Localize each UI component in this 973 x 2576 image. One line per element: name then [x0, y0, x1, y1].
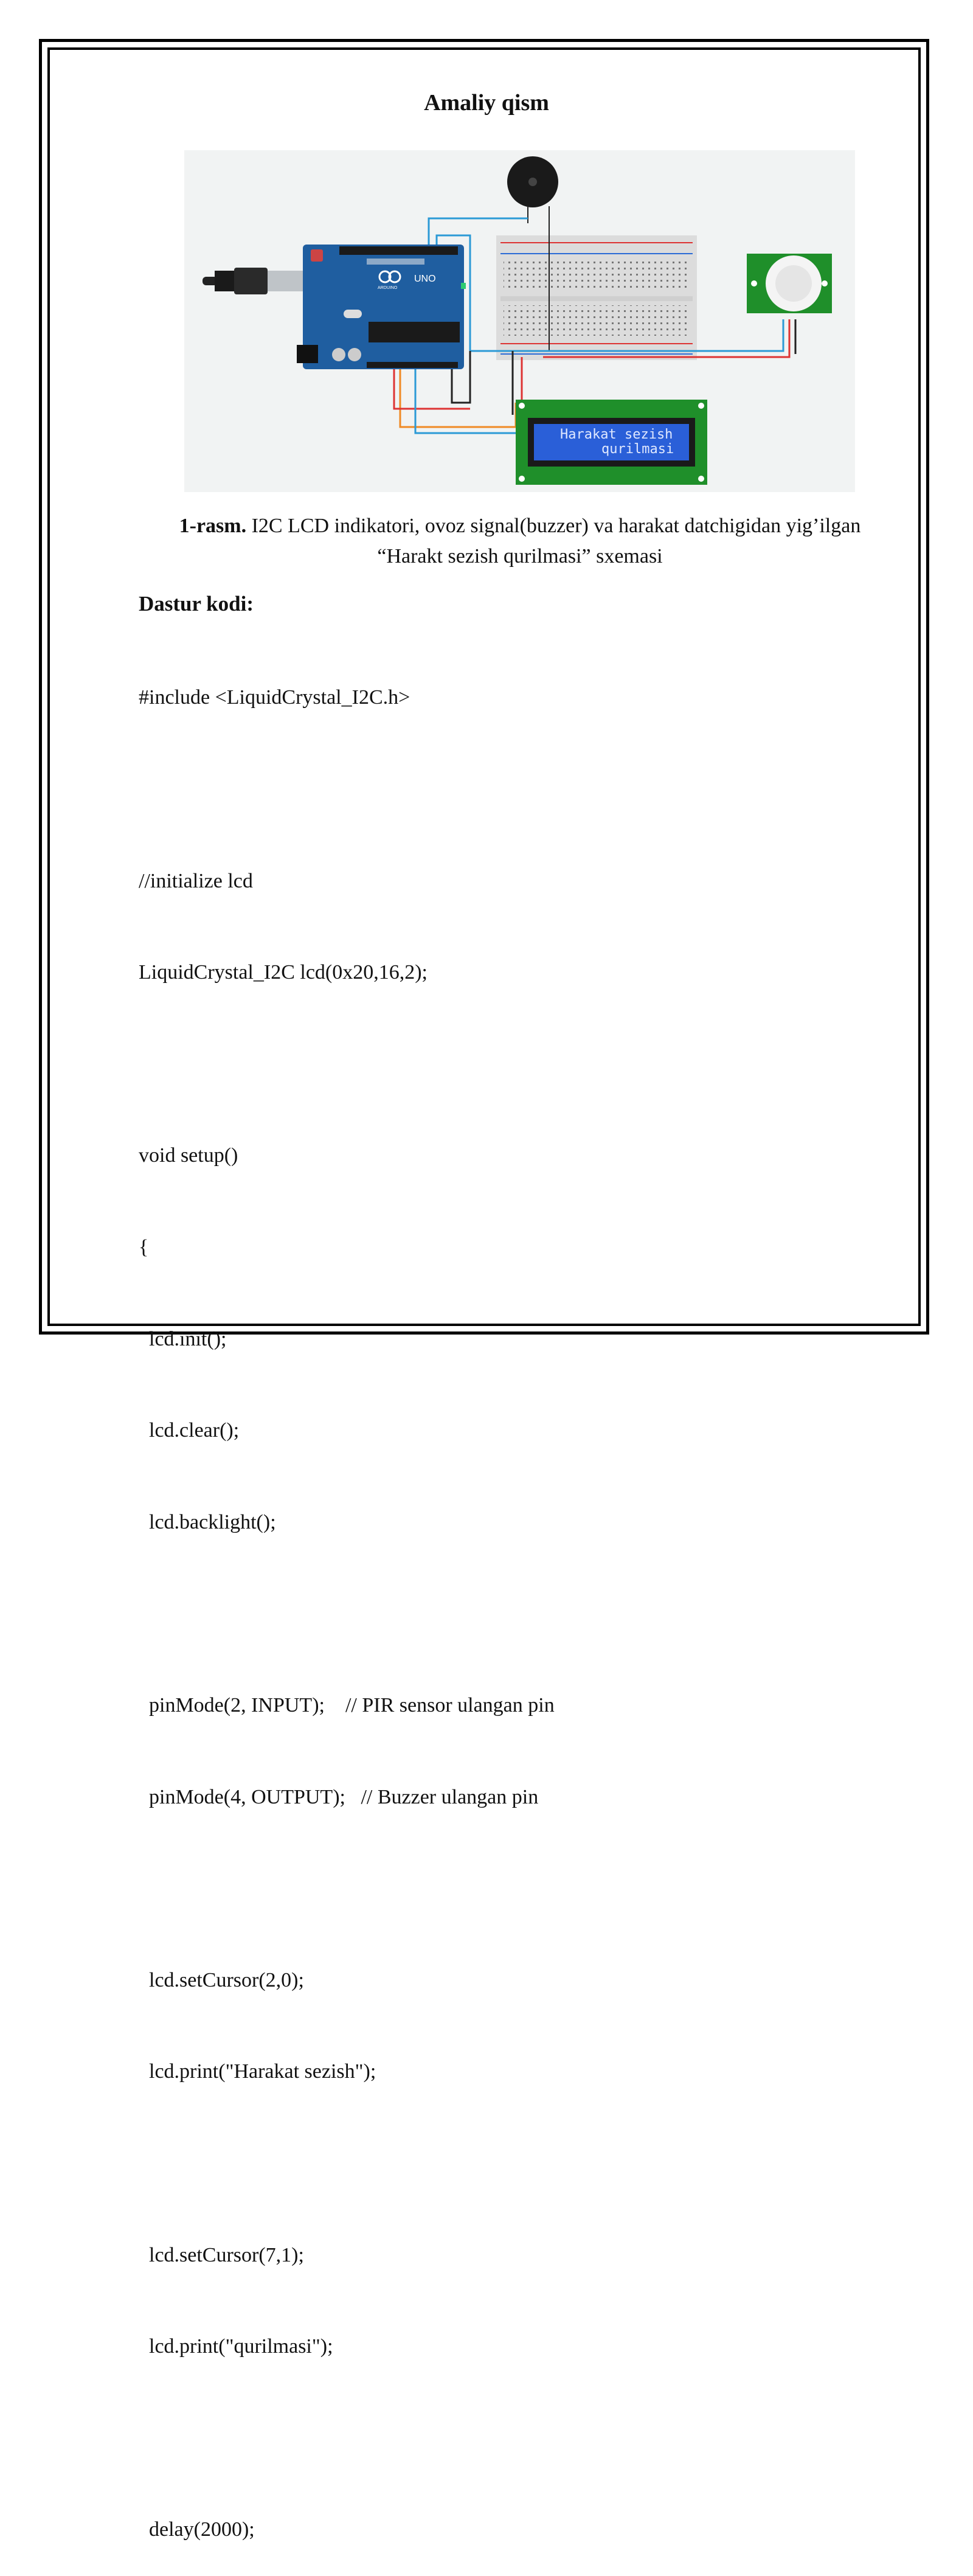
pir-sensor — [747, 254, 832, 313]
code-line: LiquidCrystal_I2C lcd(0x20,16,2); — [139, 961, 428, 984]
code-line — [139, 774, 555, 805]
code-line: pinMode(4, OUTPUT); // Buzzer ulangan pi… — [139, 1785, 539, 1808]
page-border-outer — [39, 39, 929, 1335]
code-line: lcd.init(); — [139, 1327, 227, 1350]
brand-label: ARDUINO — [378, 286, 398, 290]
code-line — [139, 1873, 555, 1904]
code-line — [139, 2423, 555, 2454]
arduino-board: UNO ARDUINO — [297, 245, 466, 369]
usb-cable — [203, 268, 305, 294]
circuit-diagram: UNO ARDUINO — [203, 156, 832, 485]
lcd-line-1: Harakat sezish — [560, 427, 673, 442]
caption-label: 1-rasm. — [179, 515, 247, 537]
code-line: lcd.setCursor(7,1); — [139, 2243, 304, 2266]
code-line: lcd.setCursor(2,0); — [139, 1968, 304, 1991]
code-line: delay(2000); — [139, 2518, 255, 2541]
figure-caption: 1-rasm. I2C LCD indikatori, ovoz signal(… — [140, 511, 900, 572]
code-line: { — [139, 1235, 149, 1258]
code-line — [139, 1599, 555, 1629]
code-line: pinMode(2, INPUT); // PIR sensor ulangan… — [139, 1693, 555, 1717]
lcd-line-2: qurilmasi — [601, 442, 674, 457]
code-line — [139, 1049, 555, 1080]
buzzer — [507, 156, 558, 351]
code-line: lcd.clear(); — [139, 1419, 240, 1442]
code-heading: Dastur kodi: — [139, 592, 254, 616]
page-border-inner — [47, 47, 921, 1326]
caption-text: I2C LCD indikatori, ovoz signal(buzzer) … — [246, 515, 861, 537]
circuit-figure: UNO ARDUINO — [184, 150, 855, 492]
lcd-display: Harakat sezish qurilmasi — [516, 400, 707, 485]
code-line: void setup() — [139, 1144, 238, 1167]
code-line: lcd.backlight(); — [139, 1510, 276, 1533]
page-title: Amaliy qism — [424, 90, 549, 116]
code-block: #include <LiquidCrystal_I2C.h> //initial… — [139, 622, 555, 2576]
code-line: #include <LiquidCrystal_I2C.h> — [139, 686, 410, 709]
wires — [393, 217, 797, 434]
code-line: lcd.print("qurilmasi"); — [139, 2335, 333, 2358]
code-line — [139, 2148, 555, 2179]
code-line: lcd.print("Harakat sezish"); — [139, 2060, 376, 2083]
breadboard — [496, 235, 697, 360]
code-line: //initialize lcd — [139, 869, 253, 892]
caption-line-2: “Harakt sezish qurilmasi” sxemasi — [377, 545, 663, 568]
board-label: UNO — [414, 274, 436, 284]
